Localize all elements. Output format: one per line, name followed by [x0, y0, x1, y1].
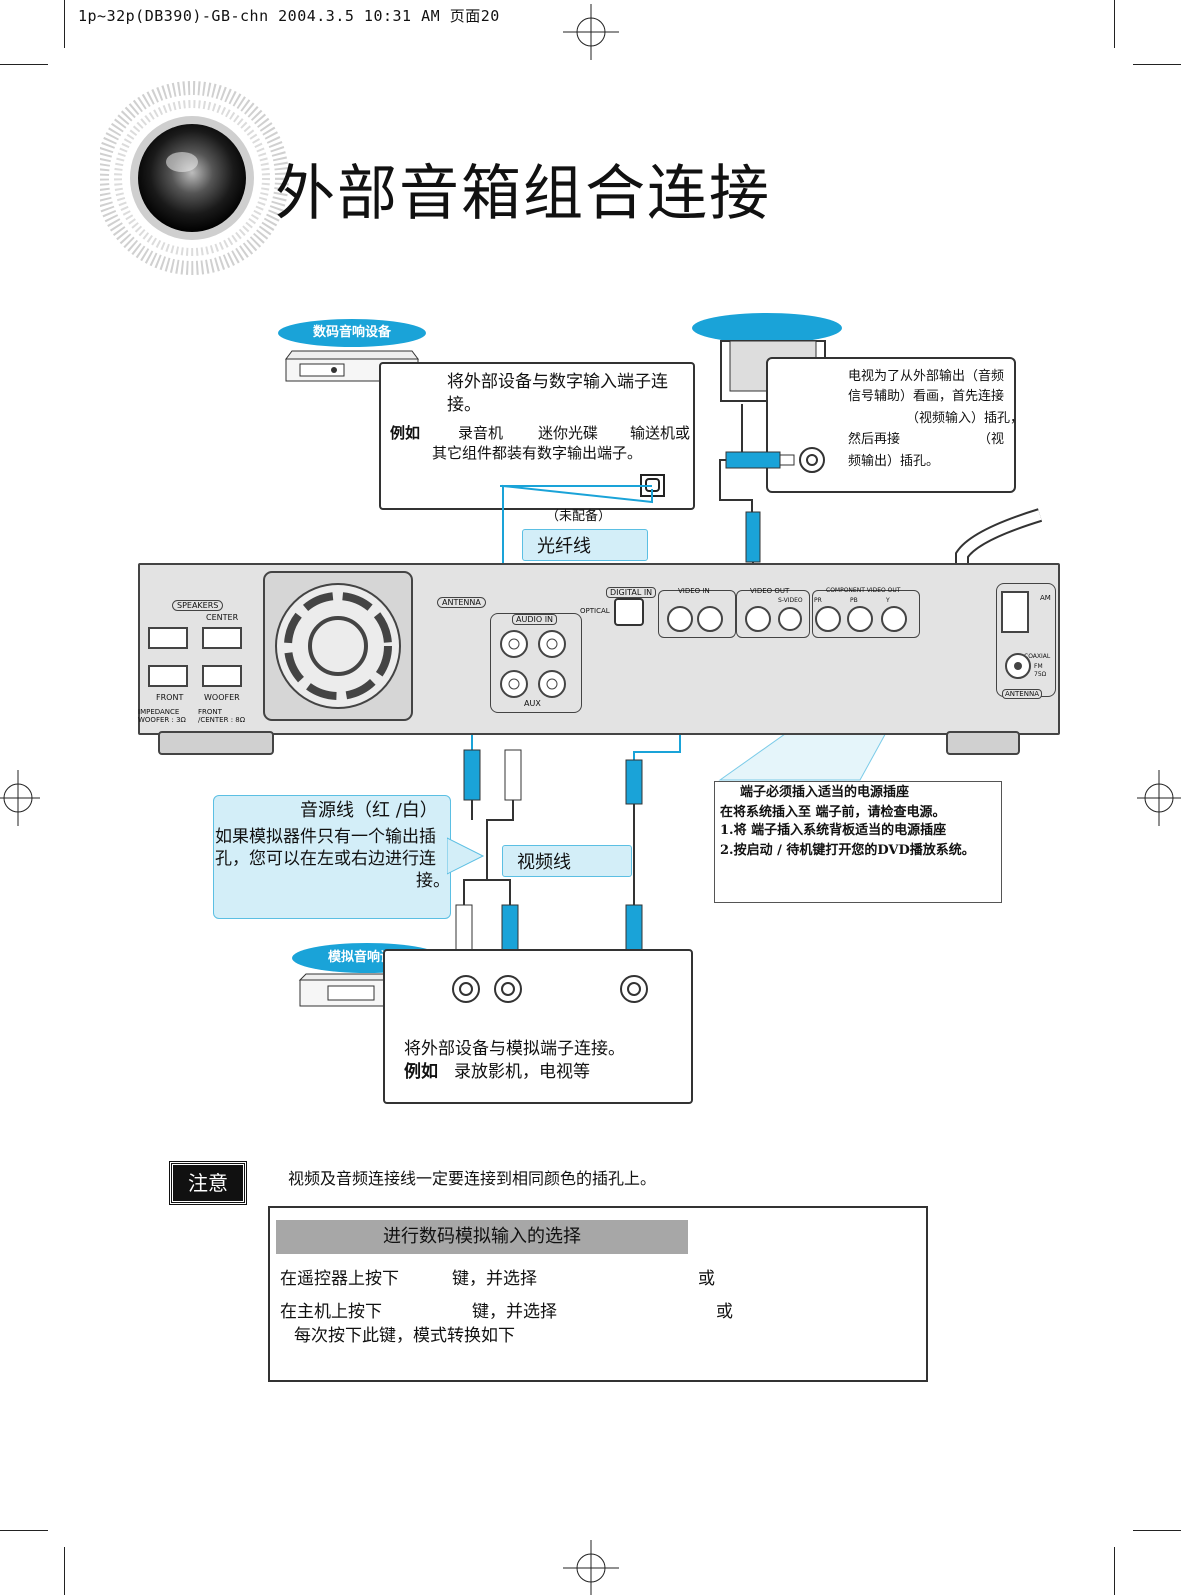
- digital-in-label: DIGITAL IN: [606, 587, 656, 598]
- am-label: AM: [1040, 594, 1051, 602]
- selection-row3: 每次按下此键，模式转换如下: [294, 1325, 515, 1347]
- center-label: CENTER: [206, 613, 238, 622]
- audio-callout-line: 孔，您可以在左或右边进行连: [215, 848, 436, 870]
- antenna2-label: ANTENNA: [1002, 689, 1042, 699]
- unit-foot: [158, 731, 274, 755]
- power-line: 端子必须插入适当的电源插座: [740, 782, 909, 803]
- optical-input[interactable]: [614, 598, 644, 626]
- note-tag: 注意: [170, 1162, 246, 1204]
- antenna-label: ANTENNA: [437, 597, 486, 608]
- power-line: 1.将 端子插入系统背板适当的电源插座: [720, 820, 946, 841]
- speakers-label: SPEAKERS: [172, 600, 223, 611]
- front-label: FRONT: [156, 693, 183, 702]
- component-label: COMPONENT VIDEO OUT: [826, 587, 900, 594]
- power-line: 2.按启动 / 待机键打开您的DVD播放系统。: [720, 840, 975, 861]
- selection-row1-c: 或: [698, 1268, 715, 1290]
- fan-icon: [263, 571, 413, 721]
- note-text: 视频及音频连接线一定要连接到相同颜色的插孔上。: [288, 1168, 656, 1190]
- callout-pointer: [447, 836, 487, 876]
- pr-label: PR: [814, 597, 822, 604]
- selection-row1-a: 在遥控器上按下: [280, 1268, 399, 1290]
- woofer-label: WOOFER: [204, 693, 240, 702]
- optical-cable-label: 光纤线: [522, 529, 648, 561]
- video-jacks-icon: [660, 604, 920, 638]
- audio-in-label: AUDIO IN: [512, 614, 557, 625]
- pb-label: PB: [850, 597, 858, 604]
- y-label: Y: [886, 597, 890, 604]
- selection-row2-b: 键，并选择: [472, 1301, 557, 1323]
- selection-row2-c: 或: [716, 1301, 733, 1323]
- optical-not-included: （未配备）: [546, 506, 611, 527]
- analog-example-text: 录放影机，电视等: [454, 1061, 590, 1083]
- analog-jacks-icon: [450, 972, 650, 1008]
- speaker-terminals-icon: [143, 622, 253, 692]
- aux-label: AUX: [524, 699, 541, 708]
- video-out-label: VIDEO OUT: [750, 587, 789, 595]
- analog-device-line1: 将外部设备与模拟端子连接。: [404, 1038, 625, 1060]
- analog-example-tag: 例如: [404, 1061, 438, 1083]
- unit-foot: [946, 731, 1020, 755]
- optical-label: OPTICAL: [580, 607, 610, 615]
- audio-callout-title: 音源线（红 /白）: [300, 800, 438, 822]
- video-cable-label: 视频线: [502, 845, 632, 877]
- video-in-label: VIDEO IN: [678, 587, 710, 595]
- audio-callout-line: 如果模拟器件只有一个输出插: [215, 826, 436, 848]
- front-center-label: FRONT /CENTER : 8Ω: [198, 708, 254, 724]
- impedance-label: IMPEDANCE WOOFER : 3Ω: [138, 708, 198, 724]
- input-selection-heading: 进行数码模拟输入的选择: [276, 1220, 688, 1254]
- selection-row1-b: 键，并选择: [452, 1268, 537, 1290]
- audio-callout-line: 接。: [416, 870, 450, 892]
- selection-row2-a: 在主机上按下: [280, 1301, 382, 1323]
- audio-jacks-icon: [496, 628, 576, 700]
- s-video-label: S-VIDEO: [778, 597, 803, 604]
- am-fm-terminal-icon: [1000, 590, 1040, 686]
